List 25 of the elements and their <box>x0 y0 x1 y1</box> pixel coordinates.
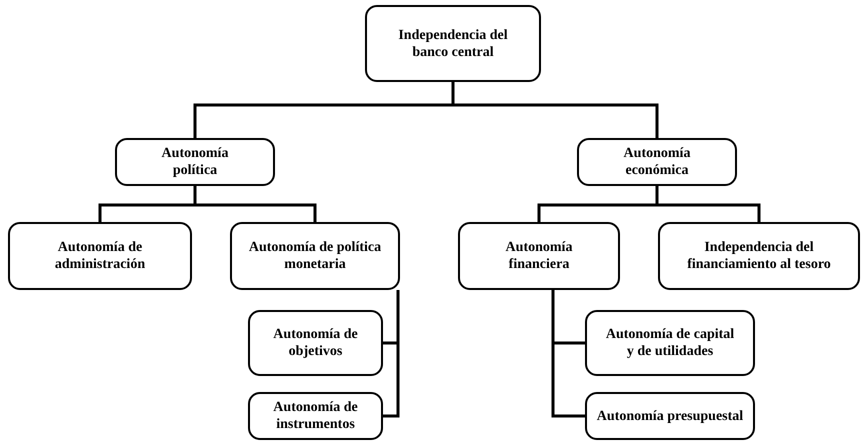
node-label: Autonomía política <box>160 145 230 179</box>
node-box <box>585 310 755 376</box>
node-label: Independencia del financiamiento al tesoro <box>686 239 832 273</box>
connector-line <box>656 186 760 222</box>
node-label: Autonomía de instrumentos <box>272 399 359 433</box>
node-box <box>115 138 275 186</box>
connector-line <box>194 186 316 222</box>
node-box <box>230 222 400 290</box>
node-label: Autonomía presupuestal <box>596 408 744 424</box>
node-box <box>8 222 192 290</box>
node-label: Autonomía financiera <box>504 239 574 273</box>
node-label: Autonomía de administración <box>54 239 146 273</box>
node-box <box>248 310 383 376</box>
node-label: Autonomía de política monetaria <box>248 239 382 273</box>
node-box <box>658 222 860 290</box>
node-box <box>458 222 620 290</box>
node-label: Autonomía de capital y de utilidades <box>605 326 735 360</box>
node-label: Autonomía económica <box>622 145 692 179</box>
node-label: Independencia del banco central <box>397 26 509 60</box>
node-box <box>585 392 755 440</box>
node-box <box>248 392 383 440</box>
node-box <box>365 5 541 82</box>
node-label: Autonomía de objetivos <box>272 326 359 360</box>
node-box <box>577 138 737 186</box>
connector-line <box>452 82 658 138</box>
